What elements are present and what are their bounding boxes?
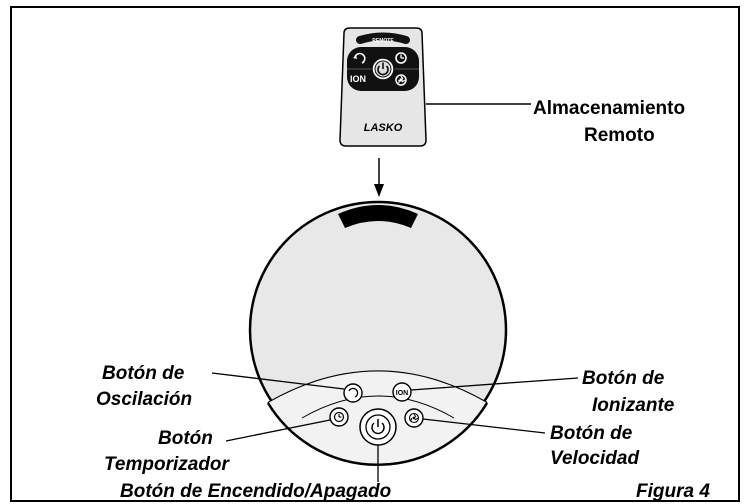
timer-button <box>329 407 349 427</box>
speed-button <box>404 408 424 428</box>
label-storage-line2: Remoto <box>584 125 655 146</box>
leader-line-timer <box>225 419 331 442</box>
remote-control: REMOTE ION LASKO <box>339 27 427 147</box>
remote-ion-label: ION <box>350 74 366 84</box>
speed-icon <box>408 412 420 424</box>
label-oscillation-line2: Oscilación <box>96 389 192 410</box>
label-oscillation-line1: Botón de <box>102 363 185 384</box>
ionizer-button-label: ION <box>396 390 408 397</box>
leader-line-oscillation <box>211 372 345 390</box>
label-ionizer-line2: Ionizante <box>592 395 675 416</box>
remote-storage-slot <box>338 205 418 228</box>
figure-number: Figura 4 <box>636 481 710 502</box>
heater-unit: ION <box>248 200 508 466</box>
remote-power-button <box>371 57 395 81</box>
ionizer-button: ION <box>392 382 412 402</box>
timer-icon <box>333 411 345 423</box>
remote-oscillation-icon <box>353 52 366 64</box>
label-timer-line2: Temporizador <box>104 454 231 475</box>
label-speed-line1: Botón de <box>550 423 633 444</box>
leader-line-speed <box>422 418 546 434</box>
label-timer-line1: Botón <box>158 428 213 449</box>
remote-brand-logo: LASKO <box>364 122 403 134</box>
power-icon <box>371 422 385 435</box>
label-storage-line1: Almacenamiento <box>533 98 685 119</box>
leader-line-ionizer <box>410 377 579 391</box>
label-power: Botón de Encendido/Apagado <box>120 481 391 502</box>
oscillation-icon <box>348 387 359 398</box>
remote-speed-icon <box>395 74 407 86</box>
arrow-down-icon <box>374 158 384 197</box>
remote-top-label: REMOTE <box>372 38 394 44</box>
oscillation-button <box>343 383 363 403</box>
power-button <box>359 408 397 446</box>
label-speed-line2: Velocidad <box>550 448 639 469</box>
remote-timer-icon <box>395 52 407 64</box>
label-ionizer-line1: Botón de <box>582 368 665 389</box>
